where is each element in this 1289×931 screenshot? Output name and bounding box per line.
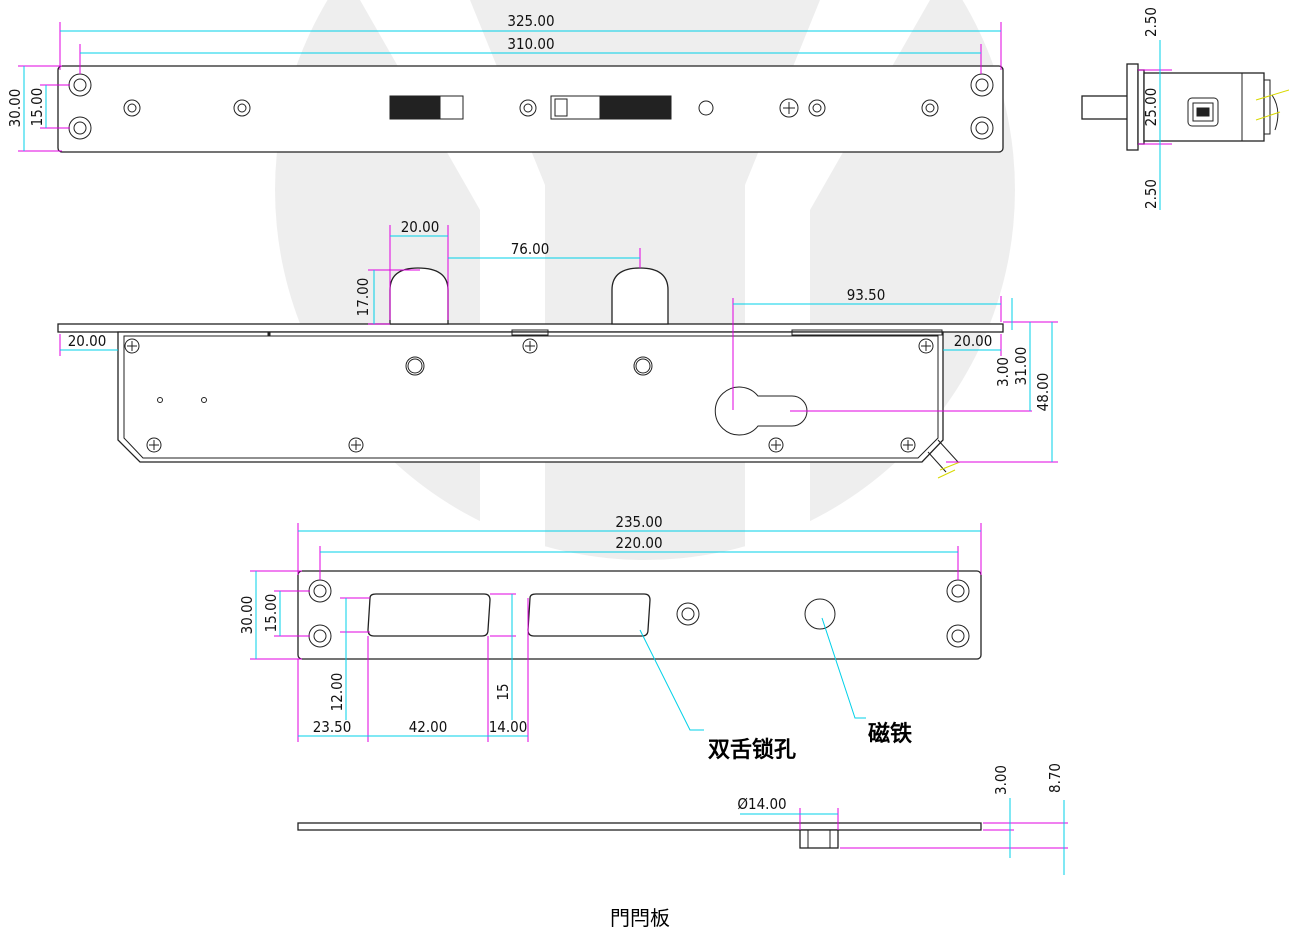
dim-30: 30.00 (6, 89, 24, 128)
side-view (1081, 63, 1289, 151)
strike-plate (297, 570, 982, 660)
side-view-dimensions: 2.50 25.00 2.50 (1138, 7, 1172, 210)
strike-callouts: 双舌锁孔 磁铁 (639, 617, 912, 763)
strike-plate-dimensions: 235.00 220.00 30.00 15.00 12.00 15 23.50… (238, 513, 982, 742)
lock-body-dimensions: 20.00 76.00 17.00 93.50 20.00 20.00 3.00… (59, 218, 1058, 463)
dim-8-70: 8.70 (1046, 763, 1064, 793)
bolt-slot-1 (367, 593, 491, 637)
dim-17: 17.00 (354, 278, 372, 317)
strike-profile-dimensions: Ø14.00 3.00 8.70 (737, 763, 1068, 875)
lock-screws (124, 338, 934, 453)
dim-235: 235.00 (615, 513, 662, 531)
cylinder-cutout (714, 386, 808, 436)
strike-profile (297, 822, 982, 849)
dim-20-left: 20.00 (68, 332, 107, 350)
top-plate-dimensions: 325.00 310.00 30.00 15.00 (6, 12, 1002, 152)
dim-25: 25.00 (1142, 88, 1160, 127)
dim-20-right: 20.00 (954, 332, 993, 350)
callout-double-bolt-hole: 双舌锁孔 (708, 737, 796, 763)
dim-2-50-bottom: 2.50 (1142, 179, 1160, 209)
dim-12: 12.00 (328, 673, 346, 712)
dim-23-50: 23.50 (313, 718, 352, 736)
dim-3-profile: 3.00 (992, 765, 1010, 795)
bolt-slot-2 (527, 593, 651, 637)
dim-14: 14.00 (489, 718, 528, 736)
dim-dia-14: Ø14.00 (737, 795, 786, 813)
dim-20-bolt: 20.00 (401, 218, 440, 236)
dim-325: 325.00 (507, 12, 554, 30)
lock-body (57, 267, 1004, 479)
dim-15-strike: 15.00 (262, 594, 280, 633)
dim-15-slot: 15 (494, 683, 512, 700)
plate-screws (123, 98, 939, 118)
dim-30-strike: 30.00 (238, 596, 256, 635)
dim-3: 3.00 (994, 357, 1012, 387)
dim-310: 310.00 (507, 35, 554, 53)
dim-48: 48.00 (1034, 373, 1052, 412)
plate-mounting-holes (68, 73, 994, 140)
dim-76: 76.00 (511, 240, 550, 258)
drawing-title: 門閂板 (610, 906, 670, 930)
dim-93-50: 93.50 (847, 286, 886, 304)
callout-magnet: 磁铁 (868, 721, 912, 747)
dim-42: 42.00 (409, 718, 448, 736)
plate-bolt-windows (389, 95, 672, 120)
dim-31: 31.00 (1012, 347, 1030, 386)
dim-2-50-top: 2.50 (1142, 7, 1160, 37)
dim-220: 220.00 (615, 534, 662, 552)
top-plate (57, 65, 1004, 153)
dim-15: 15.00 (28, 88, 46, 127)
